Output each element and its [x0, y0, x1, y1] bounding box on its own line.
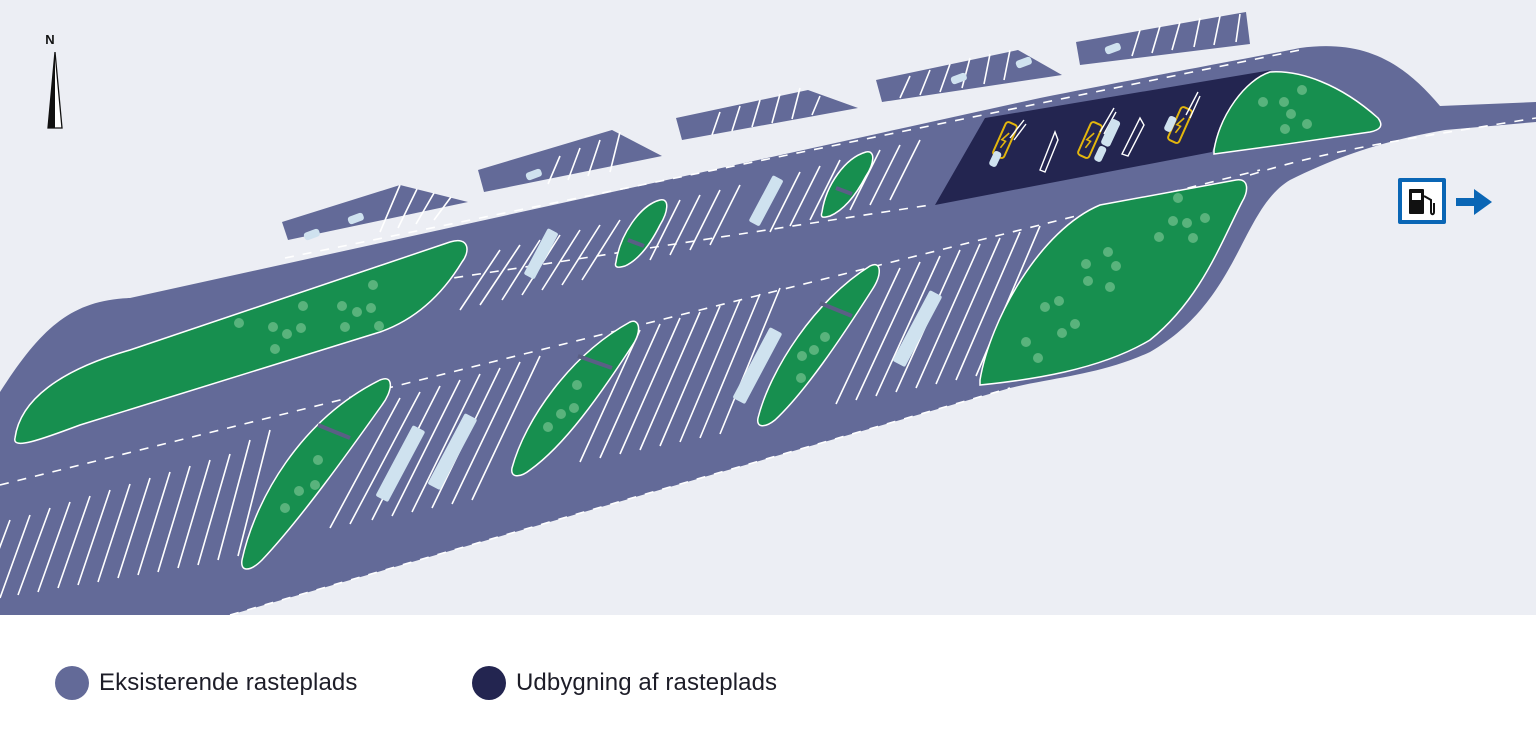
green-space-island-2 [511, 320, 640, 477]
truck [893, 290, 942, 367]
truck [524, 228, 558, 279]
rest-area-map: N [0, 12, 1536, 615]
truck [749, 175, 783, 226]
green-space-large-left [14, 239, 468, 445]
green-space-island-3 [756, 263, 880, 427]
parking-stripes-mid [459, 139, 921, 311]
main-road-area [0, 46, 1536, 615]
green-space-large-right [979, 179, 1248, 386]
car [347, 212, 364, 225]
green-spaces [14, 71, 1382, 570]
car [303, 228, 320, 241]
legend-swatch-expansion [472, 666, 506, 700]
legend-item-expansion: Udbygning af rasteplads [472, 666, 777, 700]
legend-item-existing: Eksisterende rasteplads [55, 666, 357, 700]
green-space-island-1 [241, 378, 392, 570]
legend: Eksisterende rasteplads Udbygning af ras… [0, 615, 1536, 749]
green-space-island-5 [820, 151, 874, 218]
parking-bays-top [282, 12, 1250, 240]
ev-charger-icon [1077, 121, 1103, 159]
car [525, 168, 542, 181]
map-area: N [0, 0, 1536, 615]
legend-swatch-existing [55, 666, 89, 700]
car [1104, 42, 1121, 55]
legend-label-existing: Eksisterende rasteplads [99, 669, 358, 696]
north-arrow-icon: N [45, 32, 63, 129]
car [1015, 56, 1032, 69]
parking-stripes-top [379, 13, 1241, 233]
north-label: N [45, 32, 54, 47]
fuel-pump-icon [1398, 178, 1446, 224]
trees [234, 85, 1312, 513]
truck [733, 327, 782, 404]
car [950, 72, 967, 85]
truck [428, 413, 477, 490]
ev-charging-stations [989, 91, 1201, 173]
green-space-top-right [1213, 71, 1382, 155]
green-space-island-4 [614, 199, 668, 268]
arrow-right-icon [1456, 189, 1492, 215]
truck [376, 425, 425, 502]
legend-label-expansion: Udbygning af rasteplads [516, 669, 778, 696]
parking-stripes-lower [0, 225, 1041, 599]
vehicles [303, 42, 1121, 502]
